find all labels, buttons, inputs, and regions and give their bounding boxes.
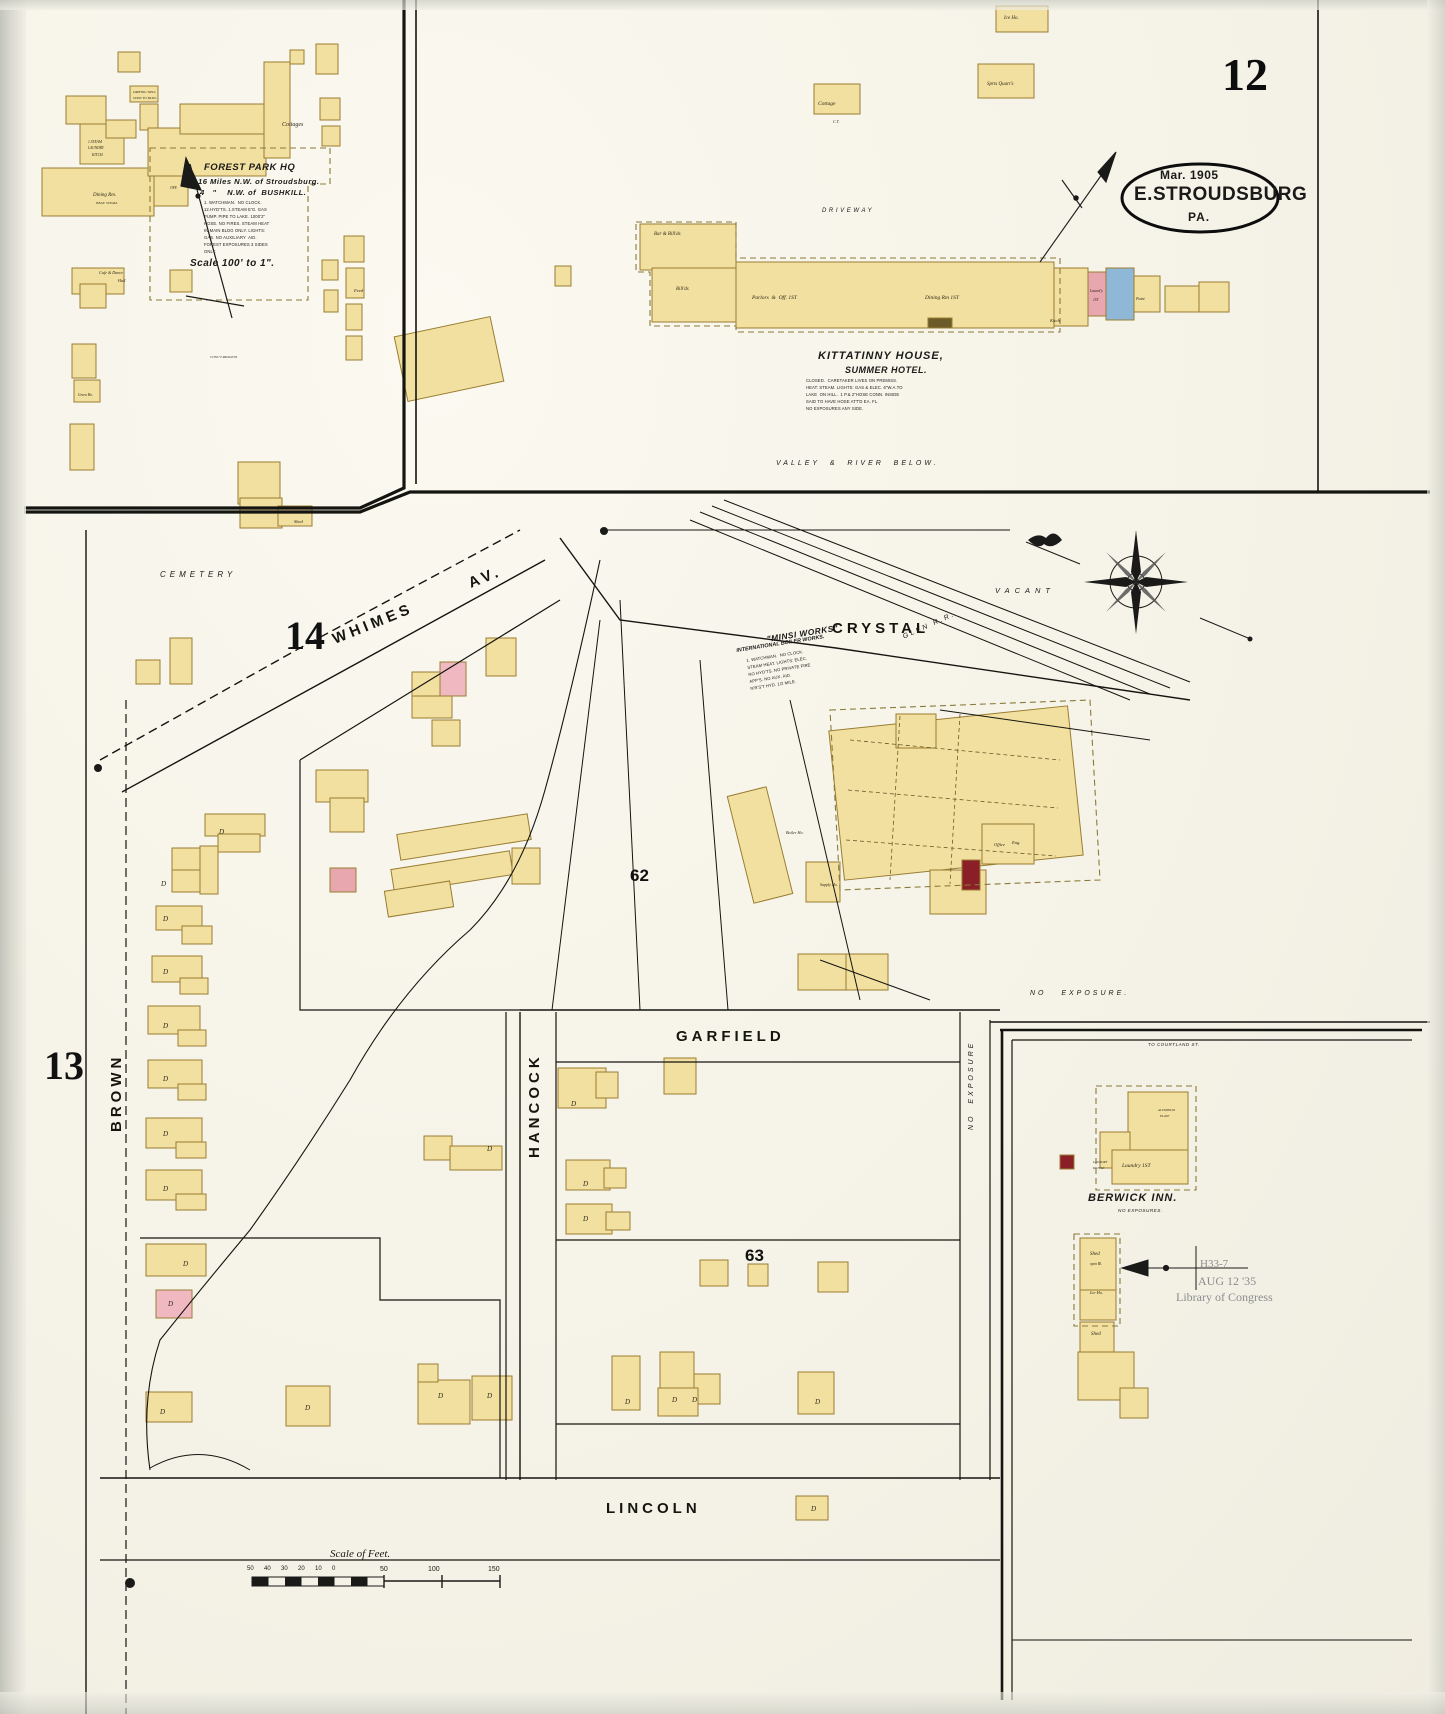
paper-edge-bottom [0, 1692, 1445, 1714]
paper-edge-right [1427, 0, 1445, 1714]
paper-edge-left [0, 0, 26, 1714]
paper-edge-top [0, 0, 1445, 10]
